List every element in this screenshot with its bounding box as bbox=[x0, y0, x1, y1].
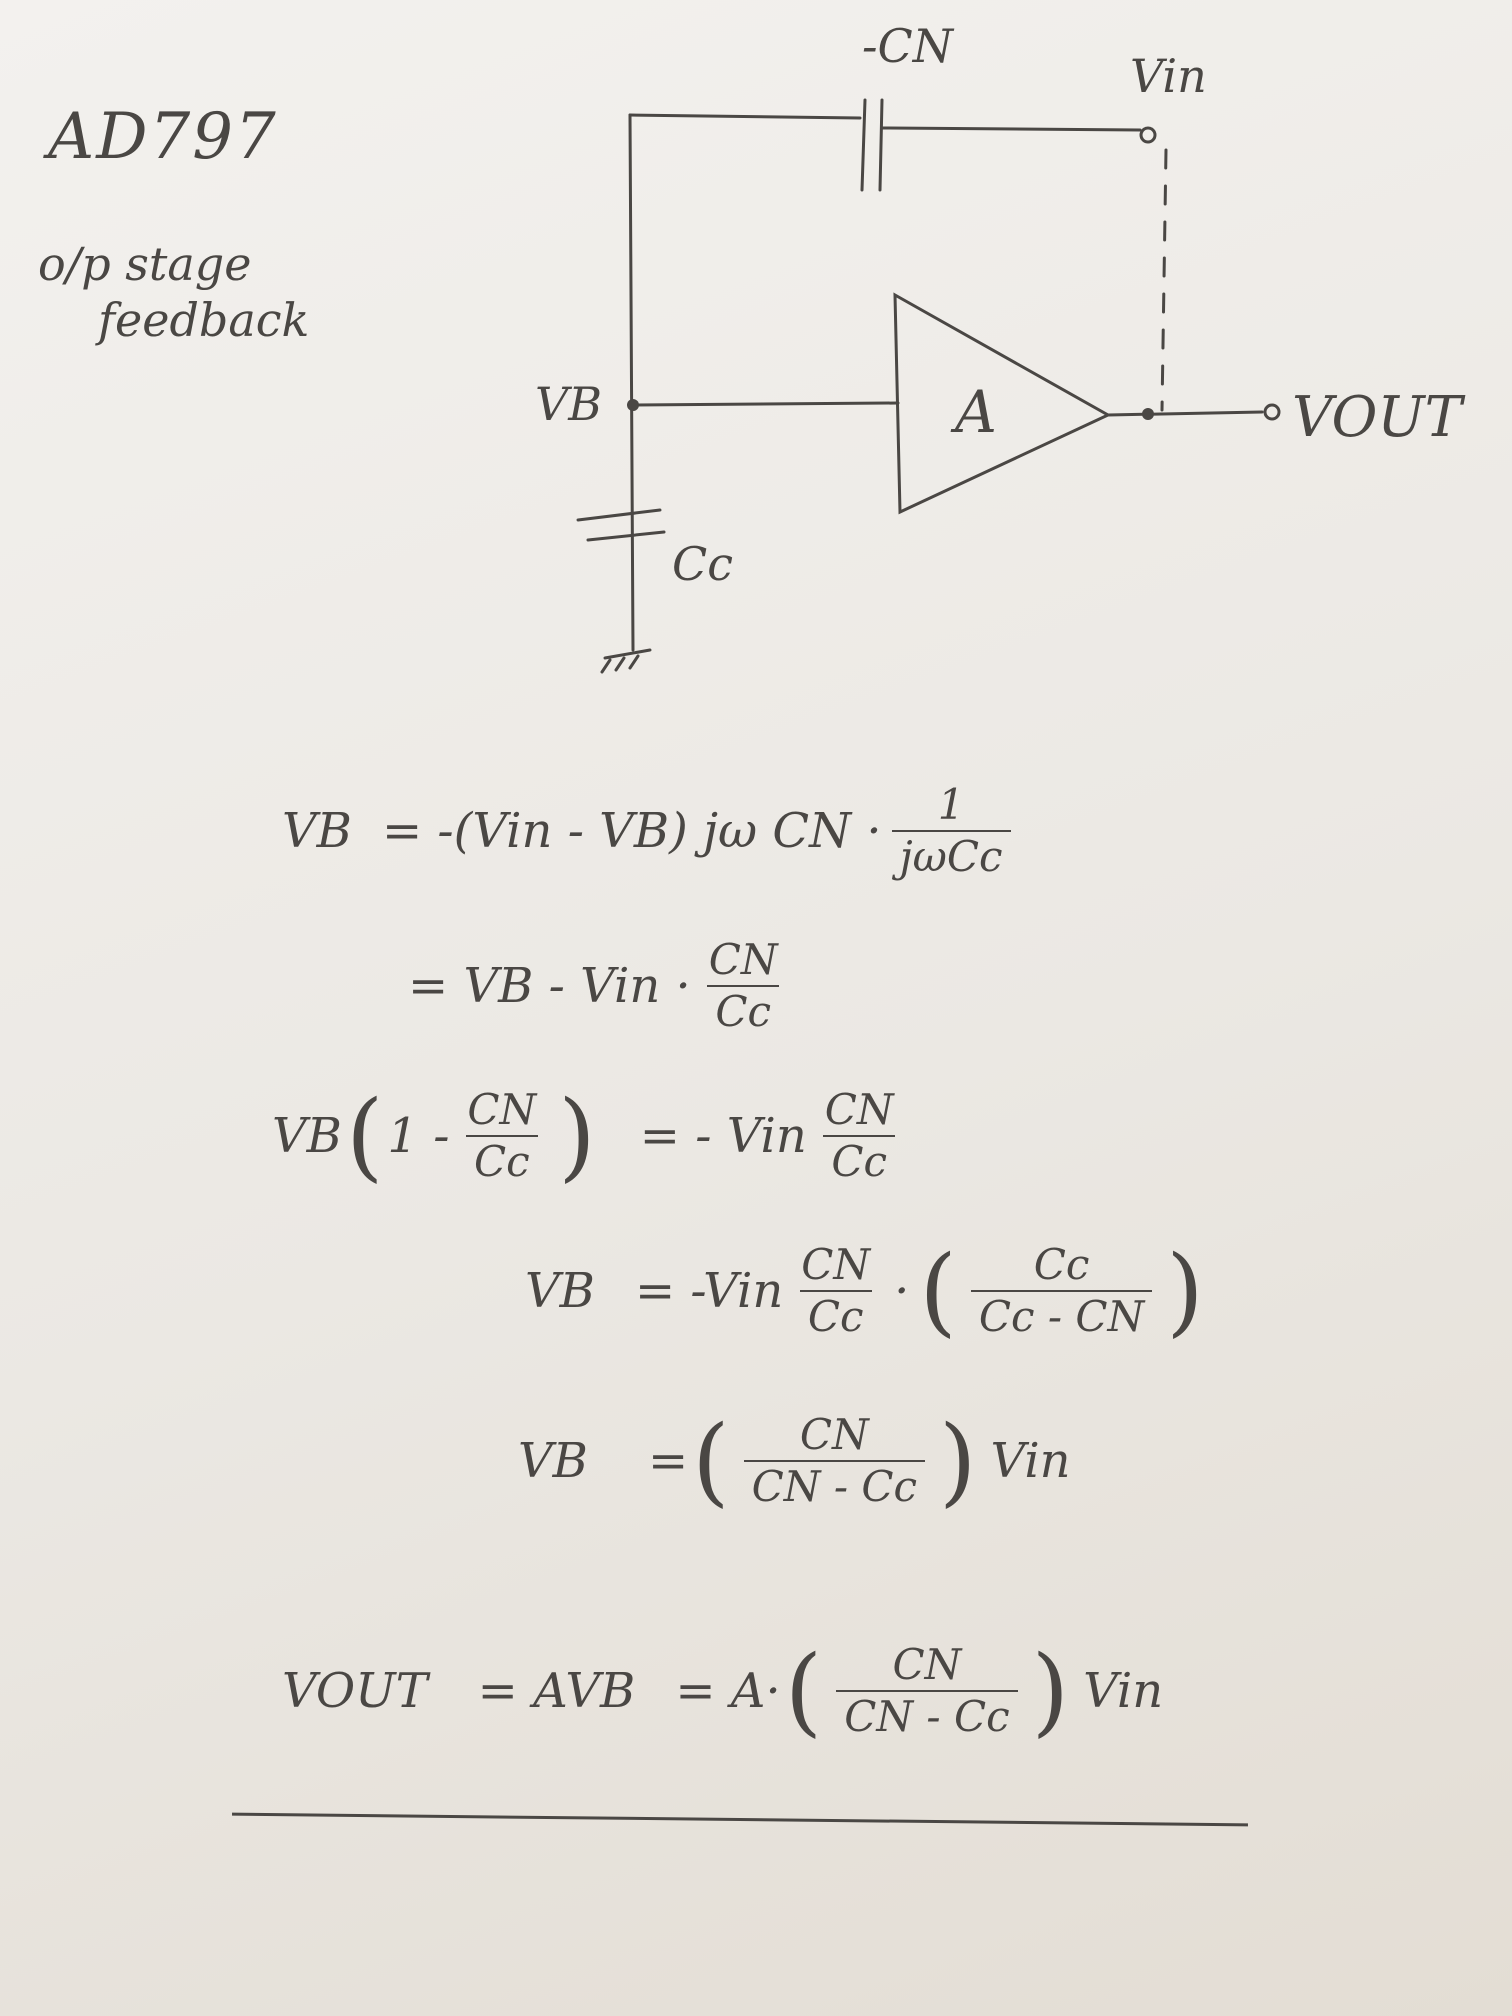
vb-node bbox=[627, 399, 639, 411]
eq4-frac1-den: Cc bbox=[799, 1290, 872, 1342]
eq1-fraction: 1 jωCc bbox=[891, 780, 1011, 882]
vout-terminal bbox=[1263, 403, 1281, 421]
eq3-frac2-num: CN bbox=[824, 1085, 894, 1134]
eq5-frac-den: CN - Cc bbox=[743, 1460, 926, 1512]
subtitle-line-1: o/p stage bbox=[38, 237, 252, 291]
eq1-frac-den: jωCc bbox=[891, 830, 1011, 882]
eq6-eq2: = A· bbox=[675, 1663, 781, 1719]
cap-n-label: -CN bbox=[862, 19, 955, 73]
equation-1: VB = -(Vin - VB) jω CN · 1 jωCc bbox=[282, 780, 1021, 882]
subtitle-line-2: feedback bbox=[98, 293, 310, 347]
eq2-rhs: = VB - Vin · bbox=[408, 958, 691, 1014]
eq3-frac2-den: Cc bbox=[823, 1135, 896, 1187]
subtitle: o/p stage feedback bbox=[38, 236, 309, 348]
ground-line bbox=[603, 648, 652, 660]
amplifier-triangle bbox=[893, 292, 1112, 515]
eq1-lhs: VB bbox=[282, 803, 352, 859]
equation-2: = VB - Vin · CN Cc bbox=[408, 935, 796, 1037]
dashed-link bbox=[1160, 148, 1168, 412]
eq4-fraction-2: Cc Cc - CN bbox=[970, 1240, 1153, 1342]
eq3-frac1-den: Cc bbox=[466, 1135, 538, 1187]
cap-c-plate-top bbox=[576, 508, 662, 522]
vb-label: VB bbox=[535, 377, 602, 431]
eq2-fraction: CN Cc bbox=[701, 935, 786, 1037]
ground-hatch-3 bbox=[628, 654, 640, 670]
page-title: AD797 bbox=[48, 100, 278, 174]
vout-label: VOUT bbox=[1292, 385, 1466, 450]
equation-3: VB ( 1 - CN Cc ) = - Vin CN Cc bbox=[272, 1085, 912, 1187]
eq3-lhs-vb: VB bbox=[272, 1108, 342, 1164]
eq4-lhs: VB bbox=[525, 1263, 595, 1319]
eq3-fraction-1: CN Cc bbox=[459, 1085, 544, 1187]
vout-node bbox=[1142, 408, 1154, 420]
eq3-one-minus: 1 - bbox=[387, 1108, 450, 1164]
eq4-frac2-den: Cc - CN bbox=[970, 1290, 1153, 1342]
vin-label: Vin bbox=[1130, 49, 1207, 103]
wire-top-left bbox=[628, 113, 862, 120]
eq6-lhs: VOUT bbox=[282, 1663, 428, 1719]
eq3-frac1-num: CN bbox=[467, 1085, 537, 1134]
equation-4: VB = -Vin CN Cc · ( Cc Cc - CN ) bbox=[525, 1235, 1204, 1347]
eq5-frac-num: CN bbox=[799, 1410, 869, 1459]
eq4-fraction-1: CN Cc bbox=[793, 1240, 878, 1342]
cap-c-label: Cc bbox=[672, 537, 733, 591]
wire-output bbox=[1106, 410, 1264, 417]
eq5-fraction: CN CN - Cc bbox=[743, 1410, 926, 1512]
eq4-rhs: = -Vin bbox=[634, 1263, 784, 1319]
wire-vb-to-amp bbox=[631, 401, 900, 407]
eq6-mid: = AVB bbox=[477, 1663, 636, 1719]
wire-cap-to-vin bbox=[880, 126, 1142, 132]
equation-5: VB = ( CN CN - Cc ) Vin bbox=[518, 1405, 1071, 1517]
equation-6: VOUT = AVB = A· ( CN CN - Cc ) Vin bbox=[282, 1635, 1164, 1747]
eq5-lhs: VB bbox=[518, 1433, 588, 1489]
vin-terminal bbox=[1139, 126, 1157, 144]
eq6-fraction: CN CN - Cc bbox=[836, 1640, 1018, 1742]
eq4-frac1-num: CN bbox=[801, 1240, 871, 1289]
ground-hatch-1 bbox=[600, 658, 612, 674]
eq3-fraction-2: CN Cc bbox=[817, 1085, 902, 1187]
eq2-frac-num: CN bbox=[708, 935, 778, 984]
eq1-frac-num: 1 bbox=[937, 780, 965, 829]
eq6-frac-num: CN bbox=[892, 1640, 962, 1689]
amp-label: A bbox=[950, 378, 997, 446]
eq4-frac2-num: Cc bbox=[1033, 1240, 1090, 1289]
ground-hatch-2 bbox=[614, 656, 626, 672]
wire-left-vertical bbox=[628, 113, 635, 652]
eq5-tail: Vin bbox=[990, 1433, 1071, 1489]
eq1-rhs: = -(Vin - VB) jω CN · bbox=[381, 803, 882, 859]
eq2-frac-den: Cc bbox=[707, 985, 780, 1037]
eq6-tail: Vin bbox=[1083, 1663, 1164, 1719]
eq6-frac-den: CN - Cc bbox=[836, 1690, 1018, 1742]
cap-c-plate-bottom bbox=[586, 530, 666, 542]
cap-n-plate-right bbox=[878, 98, 884, 192]
eq3-rhs: = - Vin bbox=[639, 1108, 807, 1164]
eq5-eq: = bbox=[647, 1433, 689, 1489]
cap-n-plate-left bbox=[860, 98, 867, 192]
